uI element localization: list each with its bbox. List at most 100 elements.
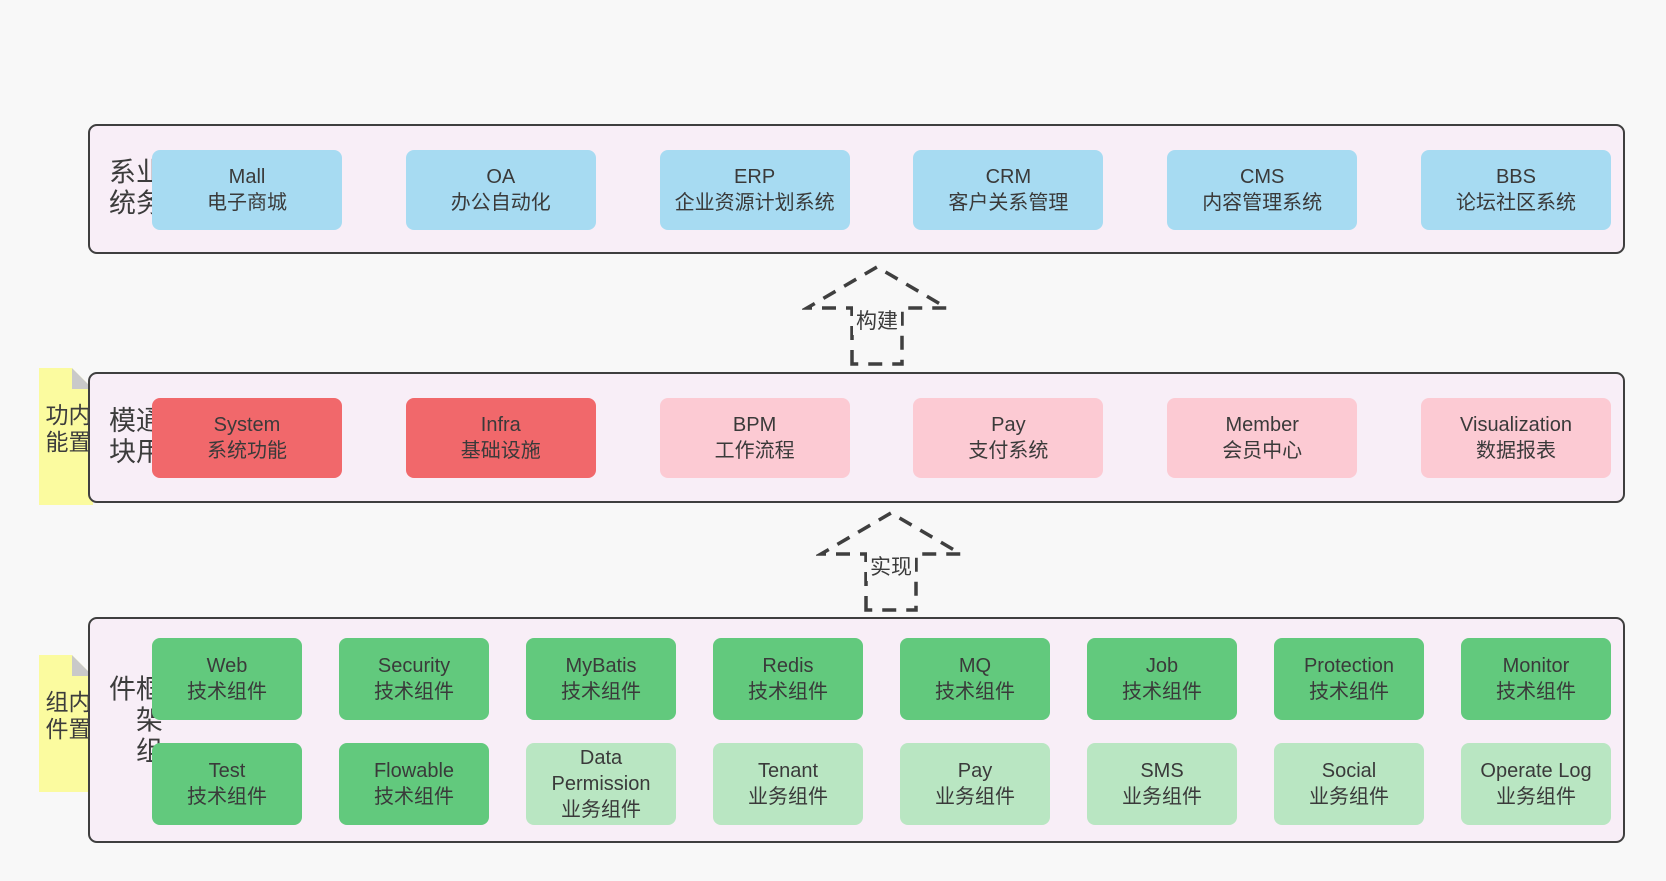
box-title: MyBatis [565,655,637,677]
box-flowable: Flowable 技术组件 [339,743,489,825]
box-title: Social [1321,760,1377,782]
box-subtitle: 技术组件 [1496,681,1576,703]
box-data-permission: Data Permission 业务组件 [526,743,676,825]
box-subtitle: 会员中心 [1222,440,1303,462]
box-subtitle: 技术组件 [748,681,828,703]
framework-row-1: Web 技术组件 Security 技术组件 MyBatis 技术组件 Redi… [152,638,1611,720]
box-subtitle: 业务组件 [935,786,1015,808]
up-arrow-dashed-icon [816,510,966,612]
box-subtitle: 业务组件 [1496,786,1576,808]
box-mybatis: MyBatis 技术组件 [526,638,676,720]
box-pay-component: Pay 业务组件 [900,743,1050,825]
box-subtitle: 业务组件 [561,799,641,821]
box-pay-system: Pay 支付系统 [913,398,1104,478]
box-operate-log: Operate Log 业务组件 [1461,743,1611,825]
box-title: ERP [734,166,776,188]
box-title: Member [1225,414,1299,436]
box-title: Operate Log [1480,760,1592,782]
arrow-build: 构建 [802,264,952,368]
box-title: OA [486,166,516,188]
box-subtitle: 技术组件 [187,786,267,808]
box-subtitle: 技术组件 [935,681,1015,703]
box-subtitle: 基础设施 [460,440,541,462]
box-title: Test [208,760,246,782]
box-subtitle: 业务组件 [748,786,828,808]
box-title: Mall [228,166,266,188]
box-subtitle: 内容管理系统 [1202,192,1323,214]
sticky-label: 内置功能 [42,402,91,457]
box-title: BBS [1495,166,1536,188]
arrow-build-label: 构建 [853,305,901,335]
box-bpm: BPM 工作流程 [659,398,850,478]
box-crm: CRM 客户关系管理 [913,150,1104,230]
box-job: Job 技术组件 [1087,638,1237,720]
box-title: Protection [1303,655,1395,677]
box-erp: ERP 企业资源计划系统 [659,150,850,230]
sticky-built-in-features: 内置功能 [39,368,93,505]
modules-boxes-row: System 系统功能 Infra 基础设施 BPM 工作流程 Pay 支付系统… [152,398,1611,478]
box-title: System [213,414,281,436]
box-social: Social 业务组件 [1274,743,1424,825]
arrow-implement: 实现 [816,510,966,614]
framework-row-2: Test 技术组件 Flowable 技术组件 Data Permission … [152,743,1611,825]
box-title: Data Permission [551,747,651,795]
box-subtitle: 客户关系管理 [948,192,1069,214]
box-visualization: Visualization 数据报表 [1420,398,1611,478]
box-title: Visualization [1460,414,1572,436]
box-web: Web 技术组件 [152,638,302,720]
box-infra: Infra 基础设施 [405,398,596,478]
box-member: Member 会员中心 [1167,398,1358,478]
box-title: Redis [762,655,814,677]
box-subtitle: 办公自动化 [450,192,551,214]
box-redis: Redis 技术组件 [713,638,863,720]
box-subtitle: 企业资源计划系统 [674,192,835,214]
box-title: Monitor [1502,655,1570,677]
box-title: Web [206,655,248,677]
box-tenant: Tenant 业务组件 [713,743,863,825]
up-arrow-dashed-icon [802,264,952,366]
box-subtitle: 技术组件 [1309,681,1389,703]
box-subtitle: 技术组件 [374,681,454,703]
box-subtitle: 论坛社区系统 [1455,192,1576,214]
box-mq: MQ 技术组件 [900,638,1050,720]
box-title: CMS [1239,166,1285,188]
box-title: MQ [958,655,992,677]
box-oa: OA 办公自动化 [405,150,596,230]
box-protection: Protection 技术组件 [1274,638,1424,720]
box-subtitle: 技术组件 [187,681,267,703]
box-subtitle: 数据报表 [1475,440,1556,462]
box-test: Test 技术组件 [152,743,302,825]
box-title: CRM [985,166,1032,188]
box-title: Infra [480,414,521,436]
box-title: Pay [991,414,1026,436]
box-security: Security 技术组件 [339,638,489,720]
box-subtitle: 技术组件 [374,786,454,808]
box-cms: CMS 内容管理系统 [1167,150,1358,230]
sticky-built-in-components: 内置组件 [39,655,93,792]
box-title: Flowable [373,760,455,782]
box-subtitle: 工作流程 [714,440,795,462]
sticky-label: 内置组件 [42,689,91,744]
box-subtitle: 支付系统 [968,440,1049,462]
panel-framework-components: 框架组件 Web 技术组件 Security 技术组件 MyBatis 技术组件… [88,617,1625,843]
box-subtitle: 技术组件 [1122,681,1202,703]
box-mall: Mall 电子商城 [152,150,342,230]
box-title: Pay [957,760,993,782]
arrow-implement-label: 实现 [867,551,915,581]
panel-business-systems: 业务系统 Mall 电子商城 OA 办公自动化 ERP 企业资源计划系统 CRM… [88,124,1625,254]
box-title: BPM [732,414,777,436]
box-title: SMS [1140,760,1184,782]
box-title: Job [1145,655,1179,677]
panel-common-modules: 通用模块 System 系统功能 Infra 基础设施 BPM 工作流程 Pay… [88,372,1625,503]
box-subtitle: 系统功能 [207,440,287,462]
business-boxes-row: Mall 电子商城 OA 办公自动化 ERP 企业资源计划系统 CRM 客户关系… [152,150,1611,230]
box-subtitle: 电子商城 [207,192,287,214]
box-title: Security [377,655,451,677]
box-subtitle: 业务组件 [1309,786,1389,808]
box-subtitle: 业务组件 [1122,786,1202,808]
box-title: Tenant [757,760,819,782]
box-monitor: Monitor 技术组件 [1461,638,1611,720]
box-system: System 系统功能 [152,398,342,478]
box-bbs: BBS 论坛社区系统 [1420,150,1611,230]
box-subtitle: 技术组件 [561,681,641,703]
